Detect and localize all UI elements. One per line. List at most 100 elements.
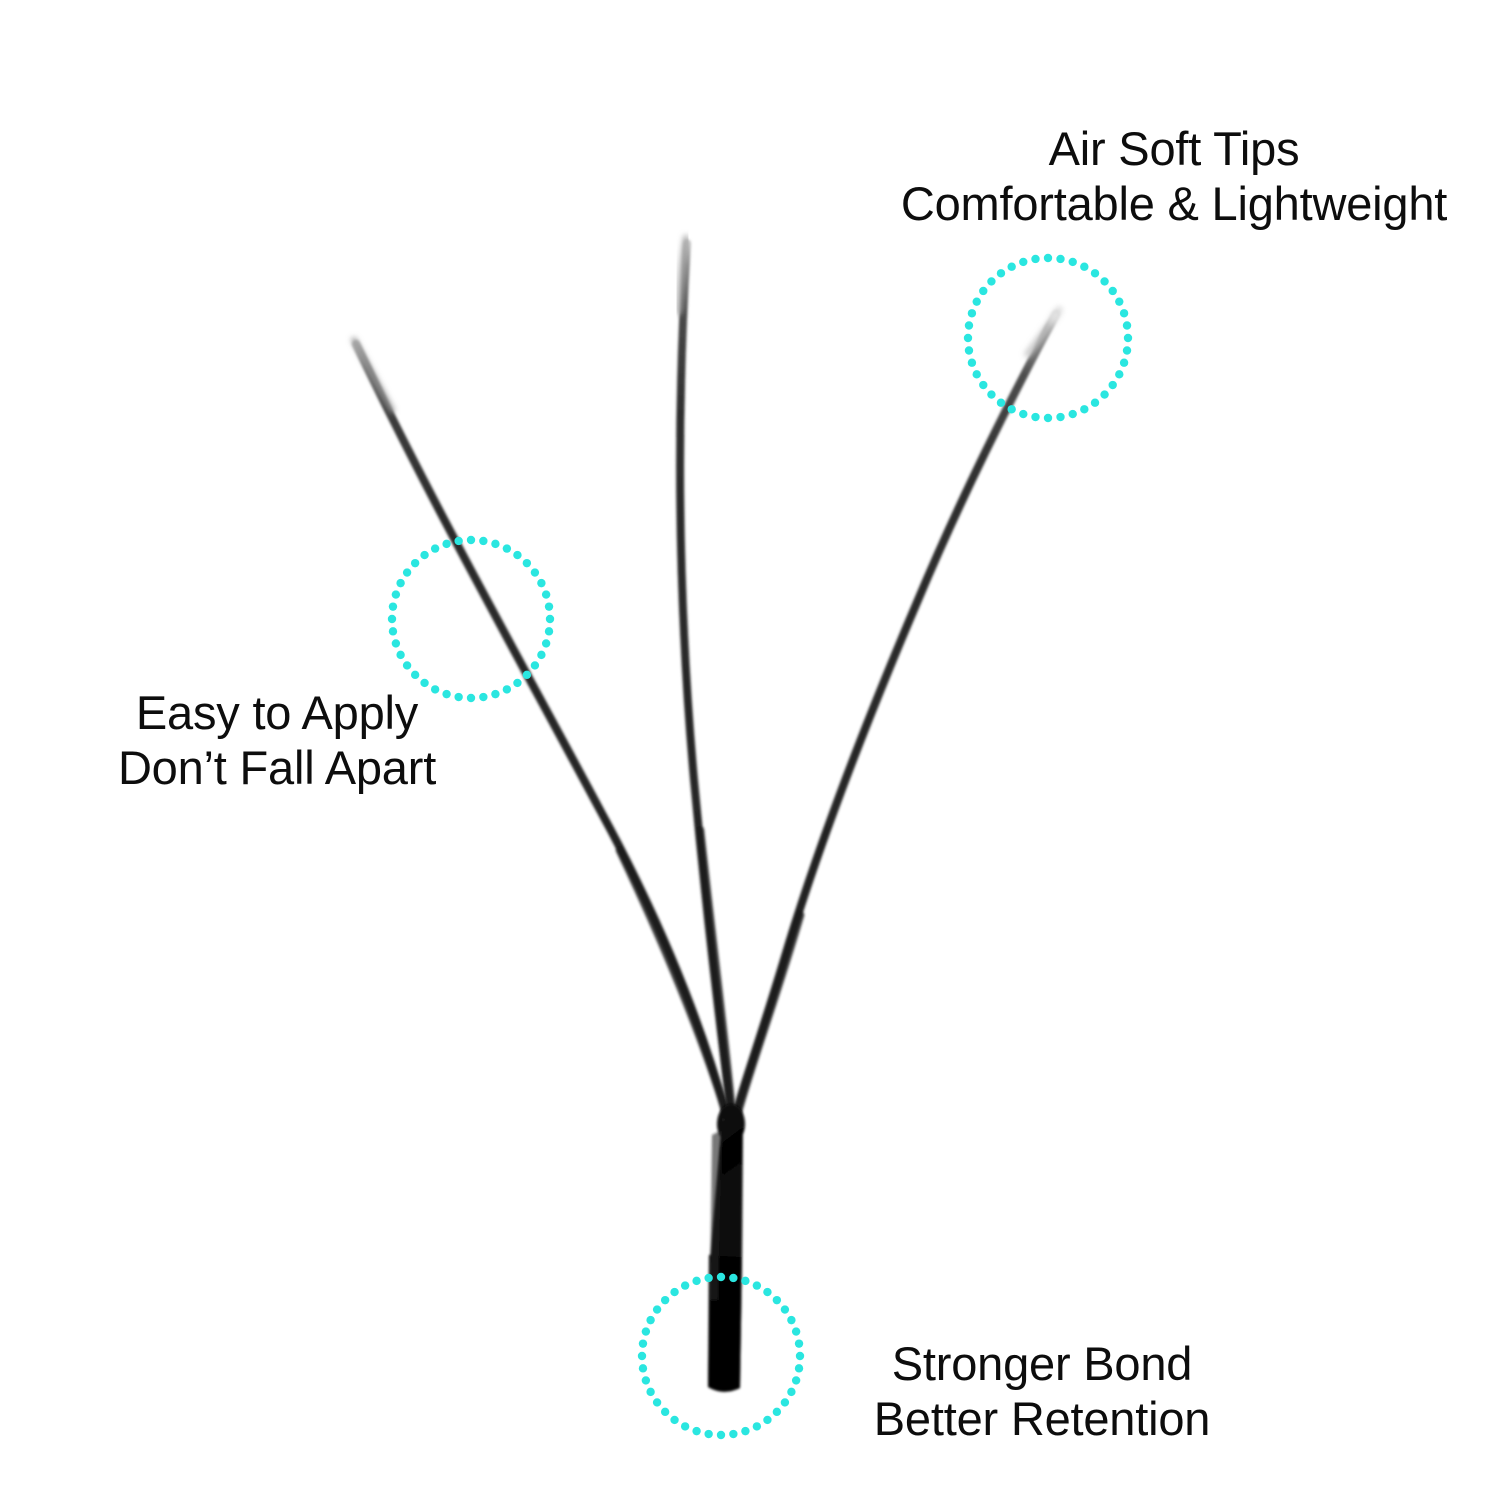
callout-easy-to-apply-line2: Don’t Fall Apart [117, 740, 437, 794]
ring-dot [454, 692, 463, 702]
ring-dot [646, 1315, 655, 1325]
ring-dot [772, 1295, 782, 1305]
ring-dot [1100, 277, 1109, 286]
ring-dot [791, 1327, 801, 1336]
ring-dot [794, 1339, 804, 1348]
lash-base-stem [708, 1104, 745, 1392]
lash-strand-right [731, 309, 1061, 1120]
ring-dot [638, 1364, 648, 1373]
ring-dot [964, 346, 974, 355]
ring-dot [430, 685, 440, 694]
callout-easy-to-apply-line1: Easy to Apply [135, 686, 419, 739]
ring-dot [1080, 262, 1089, 271]
stronger-bond-highlight-ring [637, 1272, 805, 1440]
ring-dot [1007, 405, 1016, 414]
ring-dot [1108, 380, 1117, 390]
ring-dot [541, 590, 551, 599]
ring-dot [545, 614, 555, 624]
ring-dot [791, 1376, 801, 1385]
ring-dot [772, 1407, 782, 1417]
easy-to-apply-highlight-ring [387, 535, 555, 703]
ring-dot [670, 1415, 679, 1425]
ring-dot [652, 1305, 662, 1314]
ring-dot [410, 558, 420, 568]
ring-dot [692, 1426, 701, 1436]
ring-dot [795, 1351, 805, 1361]
ring-dot [680, 1422, 690, 1431]
ring-dot [1123, 333, 1133, 343]
callout-air-soft-tips-line1: Air Soft Tips [1048, 122, 1300, 175]
ring-dot [972, 297, 981, 306]
ring-dot [1068, 257, 1077, 267]
ring-dot [466, 693, 476, 703]
ring-dot [466, 535, 476, 545]
ring-dot [420, 678, 429, 688]
ring-dot [680, 1281, 690, 1290]
ring-dot [388, 602, 398, 611]
ring-dot [522, 670, 532, 680]
ring-dot [763, 1287, 772, 1297]
ring-dot [963, 333, 973, 343]
ring-dot [396, 650, 405, 660]
ring-dot [1031, 412, 1040, 422]
ring-dot [387, 614, 397, 624]
callout-stronger-bond: Stronger Bond Better Retention [874, 1337, 1211, 1447]
ring-dot [502, 544, 512, 553]
ring-dot [780, 1398, 790, 1407]
callout-air-soft-tips: Air Soft Tips Comfortable & Lightweight [901, 122, 1447, 232]
ring-dot [729, 1273, 738, 1283]
callout-air-soft-tips-line2: Comfortable & Lightweight [900, 176, 1448, 230]
ring-dot [787, 1387, 796, 1397]
ring-dot [967, 309, 977, 318]
lash-tip-right [1024, 304, 1067, 358]
ring-dot [637, 1351, 647, 1361]
ring-dot [544, 627, 554, 636]
ring-dot [1122, 346, 1132, 355]
ring-dot [794, 1364, 804, 1373]
callout-stronger-bond-line1: Stronger Bond [891, 1337, 1193, 1390]
ring-dot [537, 578, 546, 588]
lash-tip-left [350, 336, 396, 414]
air-soft-tips-highlight-ring [963, 253, 1133, 423]
lash-strand-left [351, 339, 732, 1120]
ring-dot [996, 269, 1006, 278]
ring-dot [652, 1398, 662, 1407]
ring-dot [1119, 358, 1129, 367]
ring-dot [638, 1339, 648, 1348]
ring-dot [502, 685, 512, 694]
ring-dot [1043, 413, 1053, 423]
ring-dot [522, 558, 532, 568]
ring-dot [741, 1276, 750, 1286]
ring-dot [1080, 405, 1089, 414]
ring-dot [716, 1272, 726, 1282]
ring-dot [530, 661, 540, 670]
ring-dot [1090, 269, 1100, 278]
ring-dot [704, 1429, 713, 1439]
ring-dot [391, 639, 401, 648]
ring-dot [1115, 297, 1124, 306]
ring-dot [537, 650, 546, 660]
ring-dot [1122, 321, 1132, 330]
ring-dot [979, 380, 988, 390]
ring-dot [660, 1407, 670, 1417]
ring-dot [1068, 409, 1077, 419]
ring-dot [479, 536, 488, 546]
ring-dot [987, 390, 996, 399]
ring-dot [513, 550, 522, 560]
ring-dot [716, 1430, 726, 1440]
ring-dot [1007, 262, 1016, 271]
ring-dot [402, 661, 412, 670]
ring-dot [396, 578, 405, 588]
ring-dot [729, 1429, 738, 1439]
lash-tip-center [675, 234, 690, 316]
ring-dot [787, 1315, 796, 1325]
ring-dot [1031, 254, 1040, 264]
ring-dot [780, 1305, 790, 1314]
ring-dot [1108, 286, 1117, 296]
ring-dot [641, 1376, 651, 1385]
ring-dot [979, 286, 988, 296]
ring-dot [442, 539, 451, 549]
callout-easy-to-apply: Easy to Apply Don’t Fall Apart [118, 686, 436, 796]
highlight-ring-group [387, 253, 1133, 1440]
